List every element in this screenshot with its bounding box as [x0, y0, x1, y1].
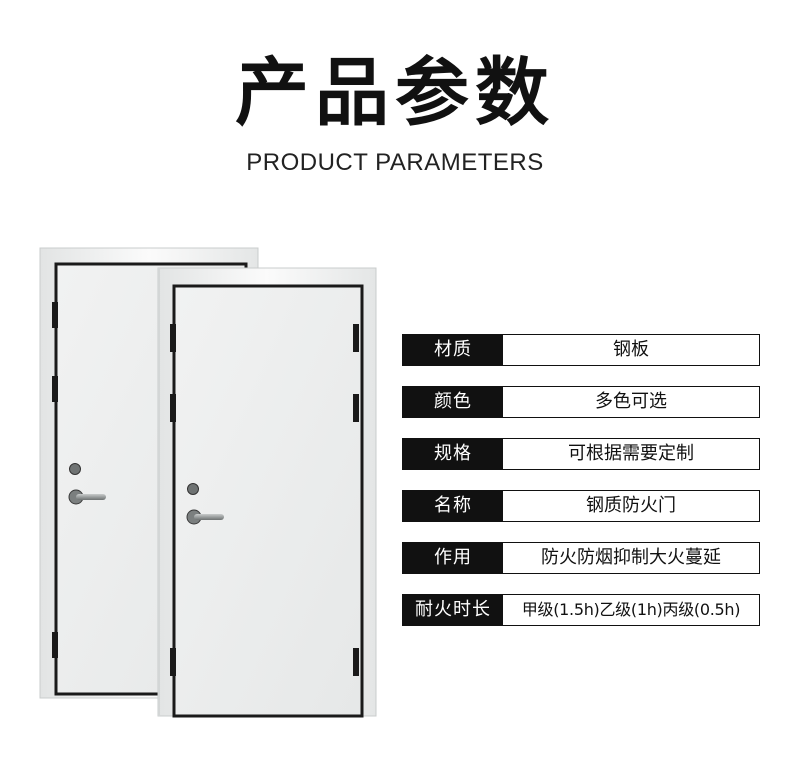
param-label: 名称	[403, 491, 503, 521]
page-subtitle: PRODUCT PARAMETERS	[246, 149, 544, 176]
door-product-image	[30, 240, 390, 730]
param-label: 颜色	[403, 387, 503, 417]
param-value: 可根据需要定制	[568, 443, 694, 464]
door-handle-icon	[76, 494, 106, 500]
hinge-icon	[170, 324, 176, 352]
param-row-name: 名称 钢质防火门	[402, 490, 760, 522]
hinge-icon	[353, 394, 359, 422]
param-value: 甲级(1.5h)乙级(1h)丙级(0.5h)	[521, 600, 741, 619]
page-title: 产品参数	[235, 50, 555, 136]
hinge-icon	[170, 394, 176, 422]
param-value: 多色可选	[595, 391, 667, 412]
hinge-icon	[52, 376, 58, 402]
hinge-icon	[353, 324, 359, 352]
param-label: 规格	[403, 439, 503, 469]
hinge-icon	[52, 632, 58, 658]
param-row-color: 颜色 多色可选	[402, 386, 760, 418]
param-label: 材质	[403, 335, 503, 365]
param-row-function: 作用 防火防烟抑制大火蔓延	[402, 542, 760, 574]
lock-cylinder-icon	[187, 483, 199, 495]
param-row-material: 材质 钢板	[402, 334, 760, 366]
front-door	[157, 267, 377, 718]
param-row-fire-rating: 耐火时长 甲级(1.5h)乙级(1h)丙级(0.5h)	[402, 594, 760, 626]
param-value: 防火防烟抑制大火蔓延	[541, 547, 721, 568]
door-handle-icon	[194, 514, 224, 520]
param-value: 钢质防火门	[586, 495, 676, 516]
hinge-icon	[353, 648, 359, 676]
param-label: 作用	[403, 543, 503, 573]
param-value: 钢板	[613, 339, 649, 360]
hinge-icon	[170, 648, 176, 676]
lock-cylinder-icon	[69, 463, 81, 475]
param-row-spec: 规格 可根据需要定制	[402, 438, 760, 470]
param-label: 耐火时长	[403, 595, 503, 625]
hinge-icon	[52, 302, 58, 328]
